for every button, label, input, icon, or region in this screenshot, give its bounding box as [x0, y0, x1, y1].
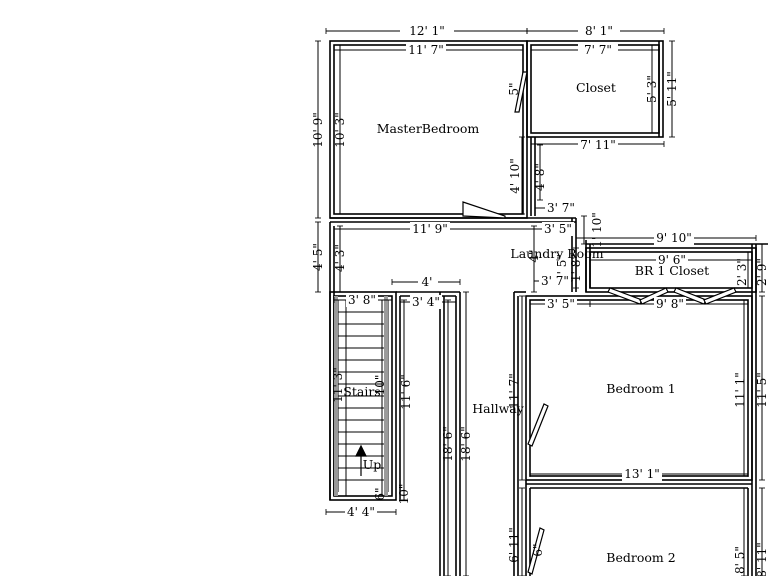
dim-bedroom1-height-outer: 11' 5"	[755, 372, 768, 408]
room-labels: MasterBedroom Closet Laundry Room BR 1 C…	[343, 80, 709, 565]
dim-master-height-outer: 10' 9"	[311, 112, 325, 148]
room-master-bedroom: MasterBedroom	[377, 121, 480, 136]
door-master	[462, 201, 506, 219]
dim-top-left: 12' 1"	[409, 24, 445, 38]
dim-master-height-inner: 10' 3"	[333, 112, 347, 148]
dim-master-inner-width: 11' 7"	[408, 43, 444, 57]
room-br1-closet: BR 1 Closet	[635, 263, 709, 278]
dim-br1closet-outer-width: 9' 10"	[656, 231, 692, 245]
room-bedroom1: Bedroom 1	[606, 381, 675, 396]
dim-br1closet-height-inner: 2' 3"	[735, 258, 749, 286]
dim-br1closet-height-outer: 2' 9"	[755, 258, 768, 286]
dim-bedroom2-left: 6' 11"	[507, 527, 521, 563]
dim-bedroom1-bottom-width: 13' 1"	[624, 467, 660, 481]
door-bedroom2	[527, 527, 545, 575]
door-closet	[514, 71, 528, 113]
dim-br1closet-inner-width: 9' 6"	[658, 253, 686, 267]
dim-stair-inner-width: 3' 8"	[348, 293, 376, 307]
room-closet: Closet	[576, 80, 616, 95]
dim-bedroom2-right: 8' 5"	[733, 546, 747, 574]
dim-bedroom1-left-width: 3' 5"	[547, 297, 575, 311]
dim-laundry-bottom-width: 3' 7"	[541, 274, 569, 288]
dimension-labels: 12' 1" 8' 1" 11' 7" 7' 7" 10' 9" 10' 3" …	[311, 24, 768, 576]
label-up: Up	[363, 457, 382, 472]
dim-closet-height-inner: 5' 3"	[645, 75, 659, 103]
up-arrow-icon	[355, 444, 367, 476]
dim-top-right: 8' 1"	[585, 24, 613, 38]
dim-laundry-width-top: 3' 7"	[547, 201, 575, 215]
room-hallway: Hallway	[472, 401, 525, 416]
dim-master-right-lower: 4' 10"	[508, 158, 522, 194]
dim-laundry-1-8: 1' 8"	[569, 254, 583, 282]
dim-bedroom1-top-width: 9' 8"	[656, 297, 684, 311]
dim-door-5: 5"	[507, 82, 521, 95]
dim-closet-inner-width: 7' 7"	[584, 43, 612, 57]
dim-closet-bottom-width: 7' 11"	[580, 138, 616, 152]
dim-left-4-3: 4' 3"	[333, 244, 347, 272]
dim-bedroom1-height-left: 11' 7"	[507, 373, 521, 409]
dim-left-4-5: 4' 5"	[311, 243, 325, 271]
dim-bedroom1-height-right: 11' 1"	[733, 372, 747, 408]
door-bedroom1	[527, 403, 549, 447]
wall-closet-outer	[526, 40, 664, 138]
dim-master-bottom-width: 11' 9"	[412, 222, 448, 236]
room-bedroom2: Bedroom 2	[606, 550, 675, 565]
room-laundry: Laundry Room	[510, 246, 603, 261]
dim-stairs-10: 10"	[373, 375, 387, 396]
dim-hall-right-4-8: 4' 8"	[533, 163, 547, 191]
dim-stair-top-4: 4'	[422, 275, 433, 289]
dim-stair-bottom-width: 4' 4"	[347, 505, 375, 519]
dim-stair-bottom-10: 10"	[397, 484, 411, 505]
room-stairs: Stairs	[343, 384, 380, 399]
dim-hall-18-6-b: 18' 6"	[459, 426, 473, 462]
dim-stair-bottom-6: 6"	[373, 487, 387, 500]
wall-stairs-outer	[329, 291, 397, 501]
dim-stair-right-width: 3' 4"	[412, 295, 440, 309]
dim-bedroom2-door-6: 6"	[531, 543, 545, 556]
dim-stairs-11-3: 11' 3"	[331, 367, 345, 403]
dim-laundry-4: 4"	[527, 249, 541, 262]
dim-closet-height-outer: 5' 11"	[665, 71, 679, 107]
dim-laundry-height: 1' 10"	[590, 212, 604, 248]
dim-laundry-width-lower: 3' 5"	[544, 222, 572, 236]
dim-stair-column-11-6: 11' 6"	[399, 374, 413, 410]
doors	[462, 71, 737, 575]
dim-bedroom2-outer: 8' 11"	[755, 542, 768, 576]
dim-hall-18-6-a: 18' 6"	[441, 426, 455, 462]
